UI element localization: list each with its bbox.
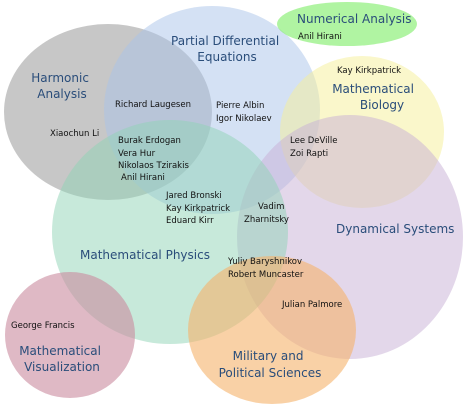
person-label: Igor Nikolaev [216, 114, 272, 124]
harmonic-analysis-label: Harmonic Analysis [31, 71, 93, 101]
person-label: George Francis [11, 321, 75, 331]
numerical-analysis-label: Numerical Analysis [297, 12, 411, 26]
person-label: Eduard Kirr [166, 216, 214, 226]
visualization-circle [5, 272, 135, 398]
person-label: Burak Erdogan [118, 136, 181, 146]
military-circle [188, 256, 356, 404]
person-label: Jared Bronski [165, 191, 222, 201]
person-label: Julian Palmore [281, 300, 342, 310]
dynamical-systems-label: Dynamical Systems [336, 222, 454, 236]
mathematical-physics-label: Mathematical Physics [80, 248, 210, 262]
person-label: Vadim [258, 202, 284, 212]
person-label: Yuliy Baryshnikov [227, 257, 302, 267]
person-label: Xiaochun Li [50, 129, 99, 139]
person-label: Robert Muncaster [228, 270, 304, 280]
person-label: Nikolaos Tzirakis [118, 161, 189, 171]
mathematical-visualization-label: Mathematical Visualization [19, 344, 105, 374]
person-label: Richard Laugesen [115, 100, 191, 110]
mathematical-biology-label: Mathematical Biology [332, 82, 418, 112]
person-label: Anil Hirani [298, 32, 342, 42]
person-label: Zoi Rapti [290, 149, 328, 159]
person-label: Anil Hirani [121, 173, 165, 183]
military-political-label: Military and Political Sciences [219, 349, 322, 380]
person-label: Vera Hur [118, 149, 156, 159]
pde-label: Partial Differential Equations [171, 34, 283, 64]
person-label: Pierre Albin [216, 101, 264, 111]
person-label: Zharnitsky [244, 215, 289, 225]
person-label: Lee DeVille [290, 136, 337, 146]
numerical-analysis-ellipse [277, 2, 417, 46]
person-label: Kay Kirkpatrick [337, 66, 401, 76]
person-label: Kay Kirkpatrick [166, 204, 230, 214]
